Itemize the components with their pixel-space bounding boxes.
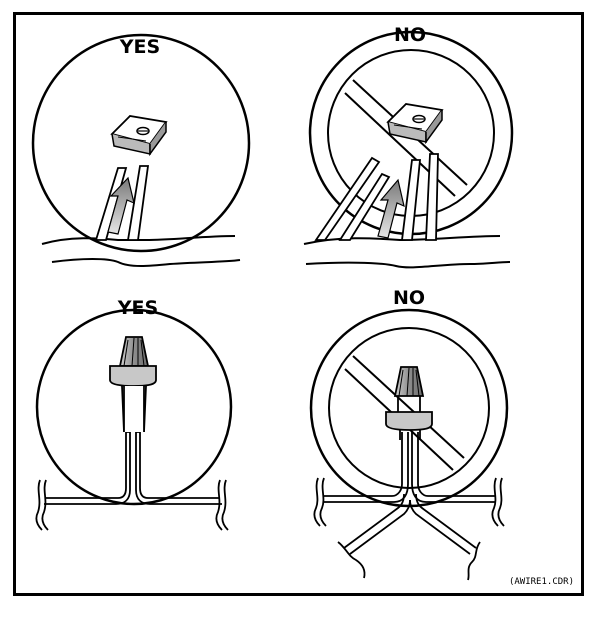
wire-3 [343,493,405,549]
panel-top-left-yes: YES [31,33,251,267]
yes-label: YES [119,36,160,58]
wire-2 [338,172,391,241]
wire-1 [314,156,381,241]
wire-nut-icon [109,336,157,433]
cable-end-right-inner [491,477,499,527]
yes-circle [35,308,233,506]
cable-end-right-outer [221,479,229,531]
cable-end-left-inner [41,479,49,531]
wire-left [94,167,128,241]
yes-label: YES [117,297,158,319]
terminal-clamp-icon [386,103,444,145]
wire-2 [417,432,496,497]
cable-end-left-inner [319,477,327,527]
cable-jacket-bottom-edge [51,258,241,267]
prohibition-slash-top [352,355,465,459]
panel-top-right-no: NO [303,24,514,269]
wire-4b [409,499,471,555]
insert-arrow-icon [377,178,405,239]
cable-end-right-outer [497,477,505,527]
cable-end-left-outer [35,479,43,531]
cable-jacket-top-edge [41,235,236,245]
wire-4 [425,153,439,241]
wire-3b [349,499,411,555]
wire-nut-icon [385,366,433,440]
cable-end-lower-left [337,541,366,579]
wire-right [126,165,150,241]
terminal-clamp-icon [110,115,168,157]
no-label: NO [393,287,425,309]
panel-bottom-left-yes: YES [35,297,233,531]
insert-arrow-icon [107,176,135,235]
no-label: NO [394,24,426,46]
cable-jacket-top-edge [303,235,501,245]
panel-bottom-right-no: NO [309,287,509,581]
file-code-label: (AWIRE1.CDR) [509,577,574,587]
cable-end-right-inner [215,479,223,531]
cable-end-left-outer [313,477,321,527]
diagram-frame [13,12,584,596]
yes-circle [31,33,251,253]
no-circle-inner [328,327,490,489]
wire-3 [400,159,421,241]
wire-4 [415,493,477,549]
cable-jacket-bottom-edge [305,261,511,269]
cable-end-lower-right [467,541,481,581]
wire-1 [324,432,403,497]
